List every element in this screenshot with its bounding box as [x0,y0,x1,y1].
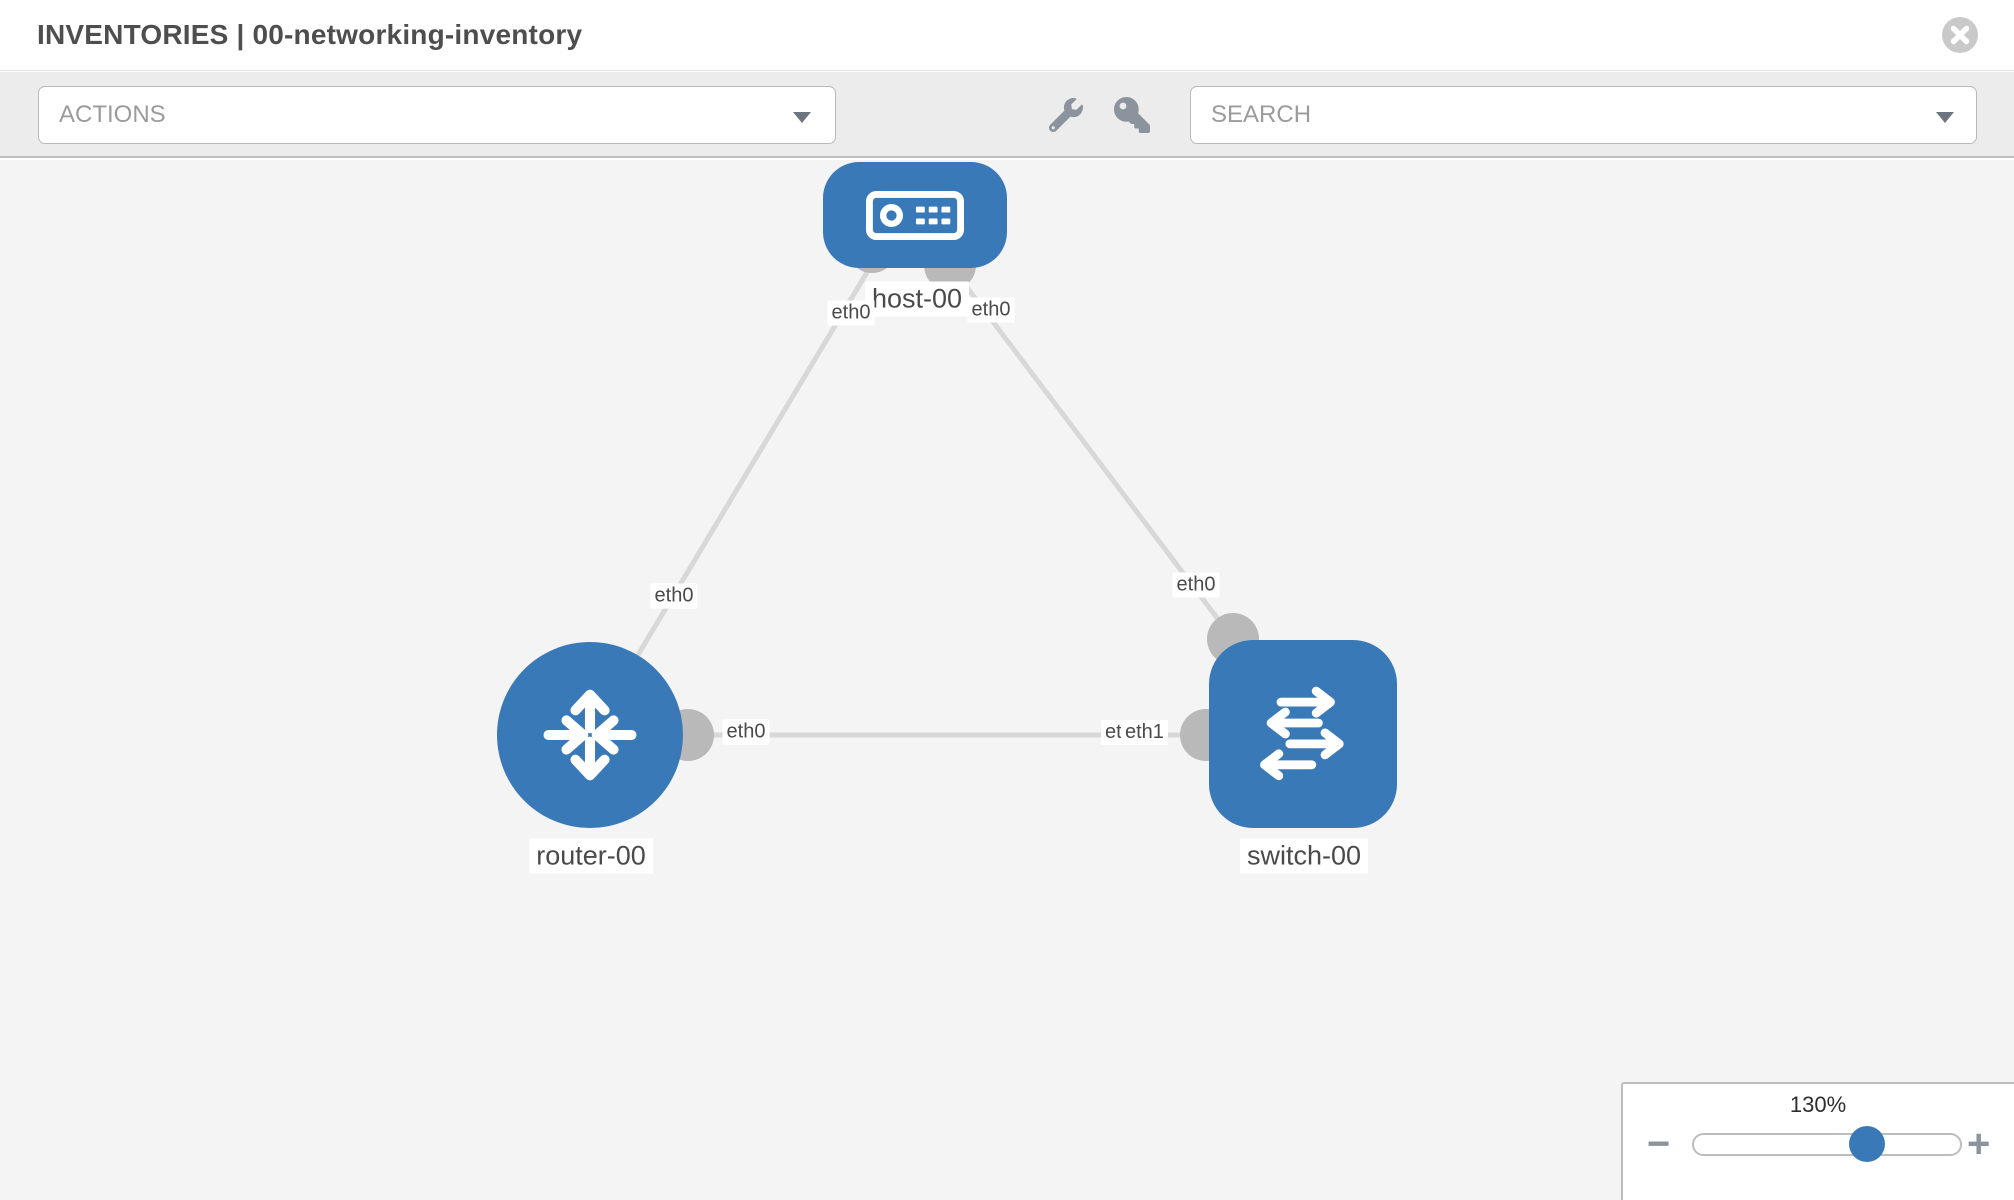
iface-label-router-eth0-right: eth0 [722,719,770,745]
iface-label-switch-eth0-uplink: eth0 [1172,572,1220,598]
toolbar: ACTIONS [0,72,2014,158]
node-host-00[interactable] [823,162,1007,268]
chevron-down-icon [793,112,811,123]
search-input[interactable] [1191,87,1891,143]
host-icon [866,190,964,240]
node-router-00[interactable] [497,642,683,828]
topology-canvas[interactable]: host-00 router-00 switch-00 eth0 eth0 et… [0,160,2014,1200]
search-dropdown[interactable] [1190,86,1977,144]
node-label-host-00: host-00 [864,281,970,317]
wrench-icon [1048,98,1083,133]
zoom-slider-thumb[interactable] [1849,1126,1885,1162]
title-bar: INVENTORIES | 00-networking-inventory [0,0,2014,71]
node-label-router-00: router-00 [529,838,653,874]
key-button[interactable] [1114,97,1150,138]
zoom-slider-row: − + [1623,1122,2014,1166]
iface-label-host-eth0-right: eth0 [967,297,1015,323]
actions-label: ACTIONS [59,101,166,128]
switch-icon [1260,686,1344,781]
page-title: INVENTORIES | 00-networking-inventory [37,19,583,50]
circle-x-icon [1942,17,1978,53]
router-icon [543,689,637,781]
key-icon [1114,97,1150,133]
iface-label-router-eth0-uplink: eth0 [650,583,698,609]
chevron-down-icon [1936,112,1954,123]
zoom-out-button[interactable]: − [1647,1122,1671,1166]
wrench-button[interactable] [1048,98,1083,137]
zoom-panel: 130% − + [1621,1082,2014,1200]
node-label-switch-00: switch-00 [1239,838,1369,874]
node-switch-00[interactable] [1209,640,1397,828]
zoom-slider[interactable] [1692,1126,1962,1162]
iface-label-host-eth0-left: eth0 [827,300,875,326]
zoom-in-button[interactable]: + [1967,1122,1991,1166]
iface-label-switch-eth1: eth1 [1121,720,1168,745]
zoom-level: 130% [1789,1092,1847,1117]
actions-dropdown[interactable]: ACTIONS [38,86,836,144]
close-button[interactable] [1941,16,1979,54]
